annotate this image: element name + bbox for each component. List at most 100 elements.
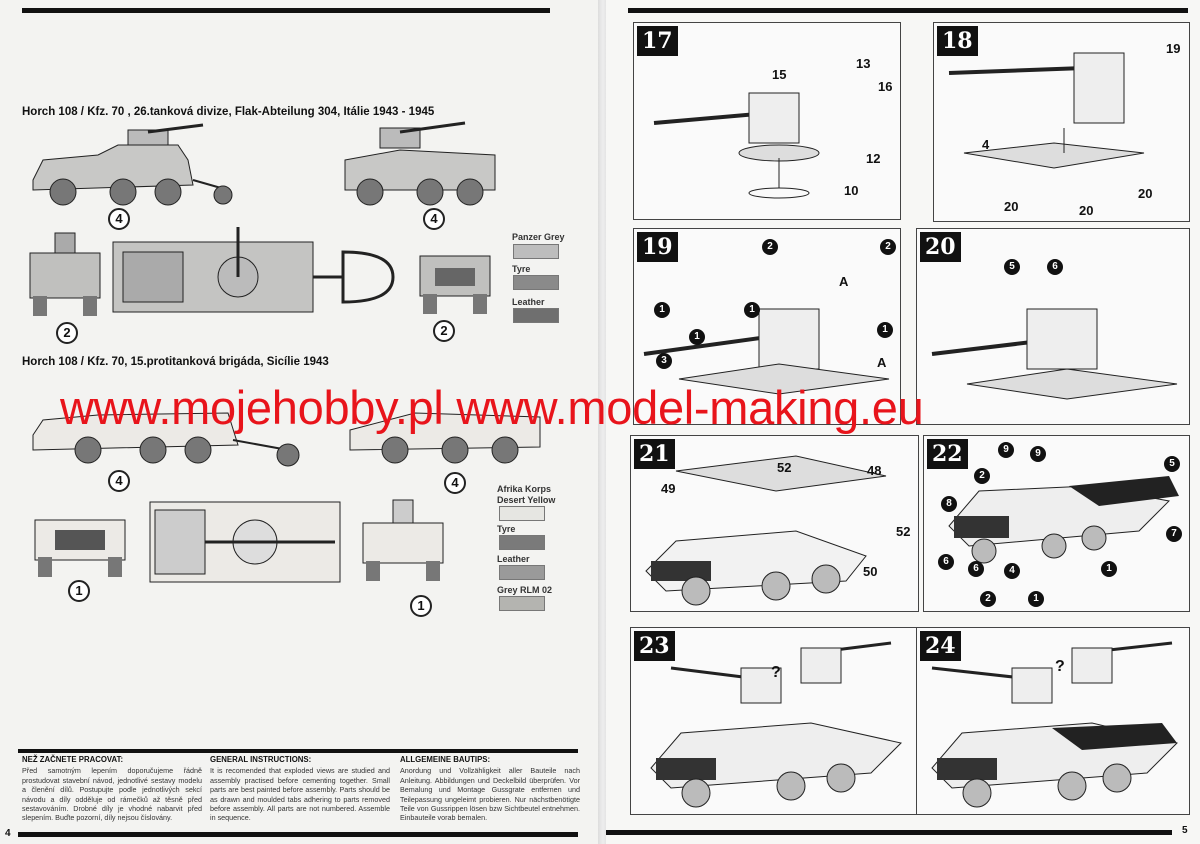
color-label: Tyre (497, 524, 516, 534)
step-24: 24 ? (916, 627, 1190, 815)
part-callout: 1 (1028, 591, 1044, 607)
part-callout: 1 (877, 322, 893, 338)
callout-marker: 4 (108, 208, 130, 230)
vehicle-rear-view (362, 499, 444, 581)
color-label: Leather (497, 554, 530, 564)
part-callout: 6 (1047, 259, 1063, 275)
part-label: 10 (844, 183, 859, 198)
part-callout: 8 (941, 496, 957, 512)
color-swatch (499, 565, 545, 580)
part-callout: 1 (744, 302, 760, 318)
callout-marker: 2 (56, 322, 78, 344)
step-number: 23 (634, 631, 675, 661)
step-number: 18 (937, 26, 978, 56)
step-number: 19 (637, 232, 678, 262)
part-label: 52 (777, 460, 792, 475)
color-label: Afrika Korps Desert Yellow (497, 484, 556, 505)
vehicle-side-view (32, 412, 300, 467)
part-callout: 5 (1164, 456, 1180, 472)
gun-assembly-drawing (643, 308, 890, 395)
page-gutter (598, 0, 608, 844)
scheme2-title: Horch 108 / Kfz. 70, 15.protitanková bri… (22, 356, 329, 368)
right-page: 17 15 13 16 12 10 18 19 4 20 20 20 19 2 … (606, 0, 1200, 844)
step-number: 20 (920, 232, 961, 262)
part-label: 20 (1079, 203, 1094, 218)
vehicle-front-view (419, 255, 491, 314)
page-number: 4 (5, 828, 11, 839)
part-label: 19 (1166, 41, 1181, 56)
step-number: 22 (927, 439, 968, 469)
step-17: 17 15 13 16 12 10 (633, 22, 901, 220)
instructions-heading: ALLGEMEINE BAUTIPS: (400, 755, 491, 764)
vehicle-rear-view (29, 232, 101, 316)
color-swatch (513, 244, 559, 259)
step-23: 23 ? (630, 627, 919, 815)
step-20: 20 5 6 (916, 228, 1190, 425)
instructions-text: Před samotným lepením doporučujeme řádně… (22, 766, 202, 823)
step-21: 21 52 48 49 52 50 (630, 435, 919, 612)
part-callout: 7 (1166, 526, 1182, 542)
part-callout: 2 (762, 239, 778, 255)
part-label: 20 (1138, 186, 1153, 201)
part-label: 48 (867, 463, 882, 478)
instructions-text: It is recomended that exploded views are… (210, 766, 390, 823)
part-label: 15 (772, 67, 787, 82)
part-callout: 2 (980, 591, 996, 607)
step-18: 18 19 4 20 20 20 (933, 22, 1190, 222)
instructions-text: Anordung und Vollzähligkeit aller Bautei… (400, 766, 580, 823)
step-22: 22 9 9 2 5 8 7 6 6 4 2 1 1 (923, 435, 1190, 612)
question-mark: ? (771, 664, 781, 681)
top-rule (22, 8, 550, 13)
vehicle-side-view-2 (349, 412, 541, 464)
vehicle-side-view (32, 123, 233, 206)
color-swatch (513, 308, 559, 323)
callout-marker: 1 (68, 580, 90, 602)
part-label: 13 (856, 56, 871, 71)
vehicle-front-view (34, 519, 126, 577)
part-callout: 1 (654, 302, 670, 318)
instructions-heading: NEŽ ZAČNETE PRACOVAT: (22, 755, 124, 764)
vehicle-assembly-drawing (931, 641, 1178, 808)
left-page: Horch 108 / Kfz. 70 , 26.tanková divize,… (5, 8, 580, 839)
vehicle-assembly-drawing (948, 476, 1179, 564)
part-callout: 2 (974, 468, 990, 484)
part-label: 4 (982, 137, 990, 152)
part-label: 49 (661, 481, 676, 496)
color-label: Tyre (512, 264, 531, 274)
vehicle-assembly-drawing (650, 641, 902, 808)
part-label: A (877, 355, 887, 370)
instructions-german: ALLGEMEINE BAUTIPS: Anordung und Vollzähl… (400, 755, 580, 823)
vehicle-top-view (149, 501, 341, 583)
step-number: 24 (920, 631, 961, 661)
part-label: 20 (1004, 199, 1019, 214)
callout-marker: 4 (108, 470, 130, 492)
page-number: 5 (1182, 825, 1188, 836)
step-number: 17 (637, 26, 678, 56)
step-number: 21 (634, 439, 675, 469)
part-label: 12 (866, 151, 881, 166)
callout-marker: 4 (423, 208, 445, 230)
color-swatch (513, 275, 559, 290)
callout-marker: 2 (433, 320, 455, 342)
scheme1-title: Horch 108 / Kfz. 70 , 26.tanková divize,… (22, 106, 435, 118)
instructions-english: GENERAL INSTRUCTIONS:It is recomended th… (210, 755, 390, 823)
instructions-czech: NEŽ ZAČNETE PRACOVAT: Před samotným lepen… (22, 755, 202, 823)
part-label: 52 (896, 524, 911, 539)
color-swatch (499, 535, 545, 550)
color-label: Panzer Grey (512, 232, 565, 242)
gun-assembly-drawing (948, 52, 1145, 169)
gun-assembly-drawing (931, 308, 1178, 400)
gun-assembly-drawing (653, 92, 820, 199)
part-label: 50 (863, 564, 878, 579)
part-callout: 5 (1004, 259, 1020, 275)
part-callout: 3 (656, 353, 672, 369)
part-callout: 2 (880, 239, 896, 255)
vehicle-side-view-2 (344, 121, 496, 206)
part-label: A (839, 274, 849, 289)
part-callout: 1 (1101, 561, 1117, 577)
watermark-text: www.mojehobby.pl www.model-making.eu (60, 381, 924, 434)
vehicle-top-view (112, 227, 395, 313)
callout-marker: 1 (410, 595, 432, 617)
part-callout: 1 (689, 329, 705, 345)
bottom-rule (606, 830, 1172, 835)
